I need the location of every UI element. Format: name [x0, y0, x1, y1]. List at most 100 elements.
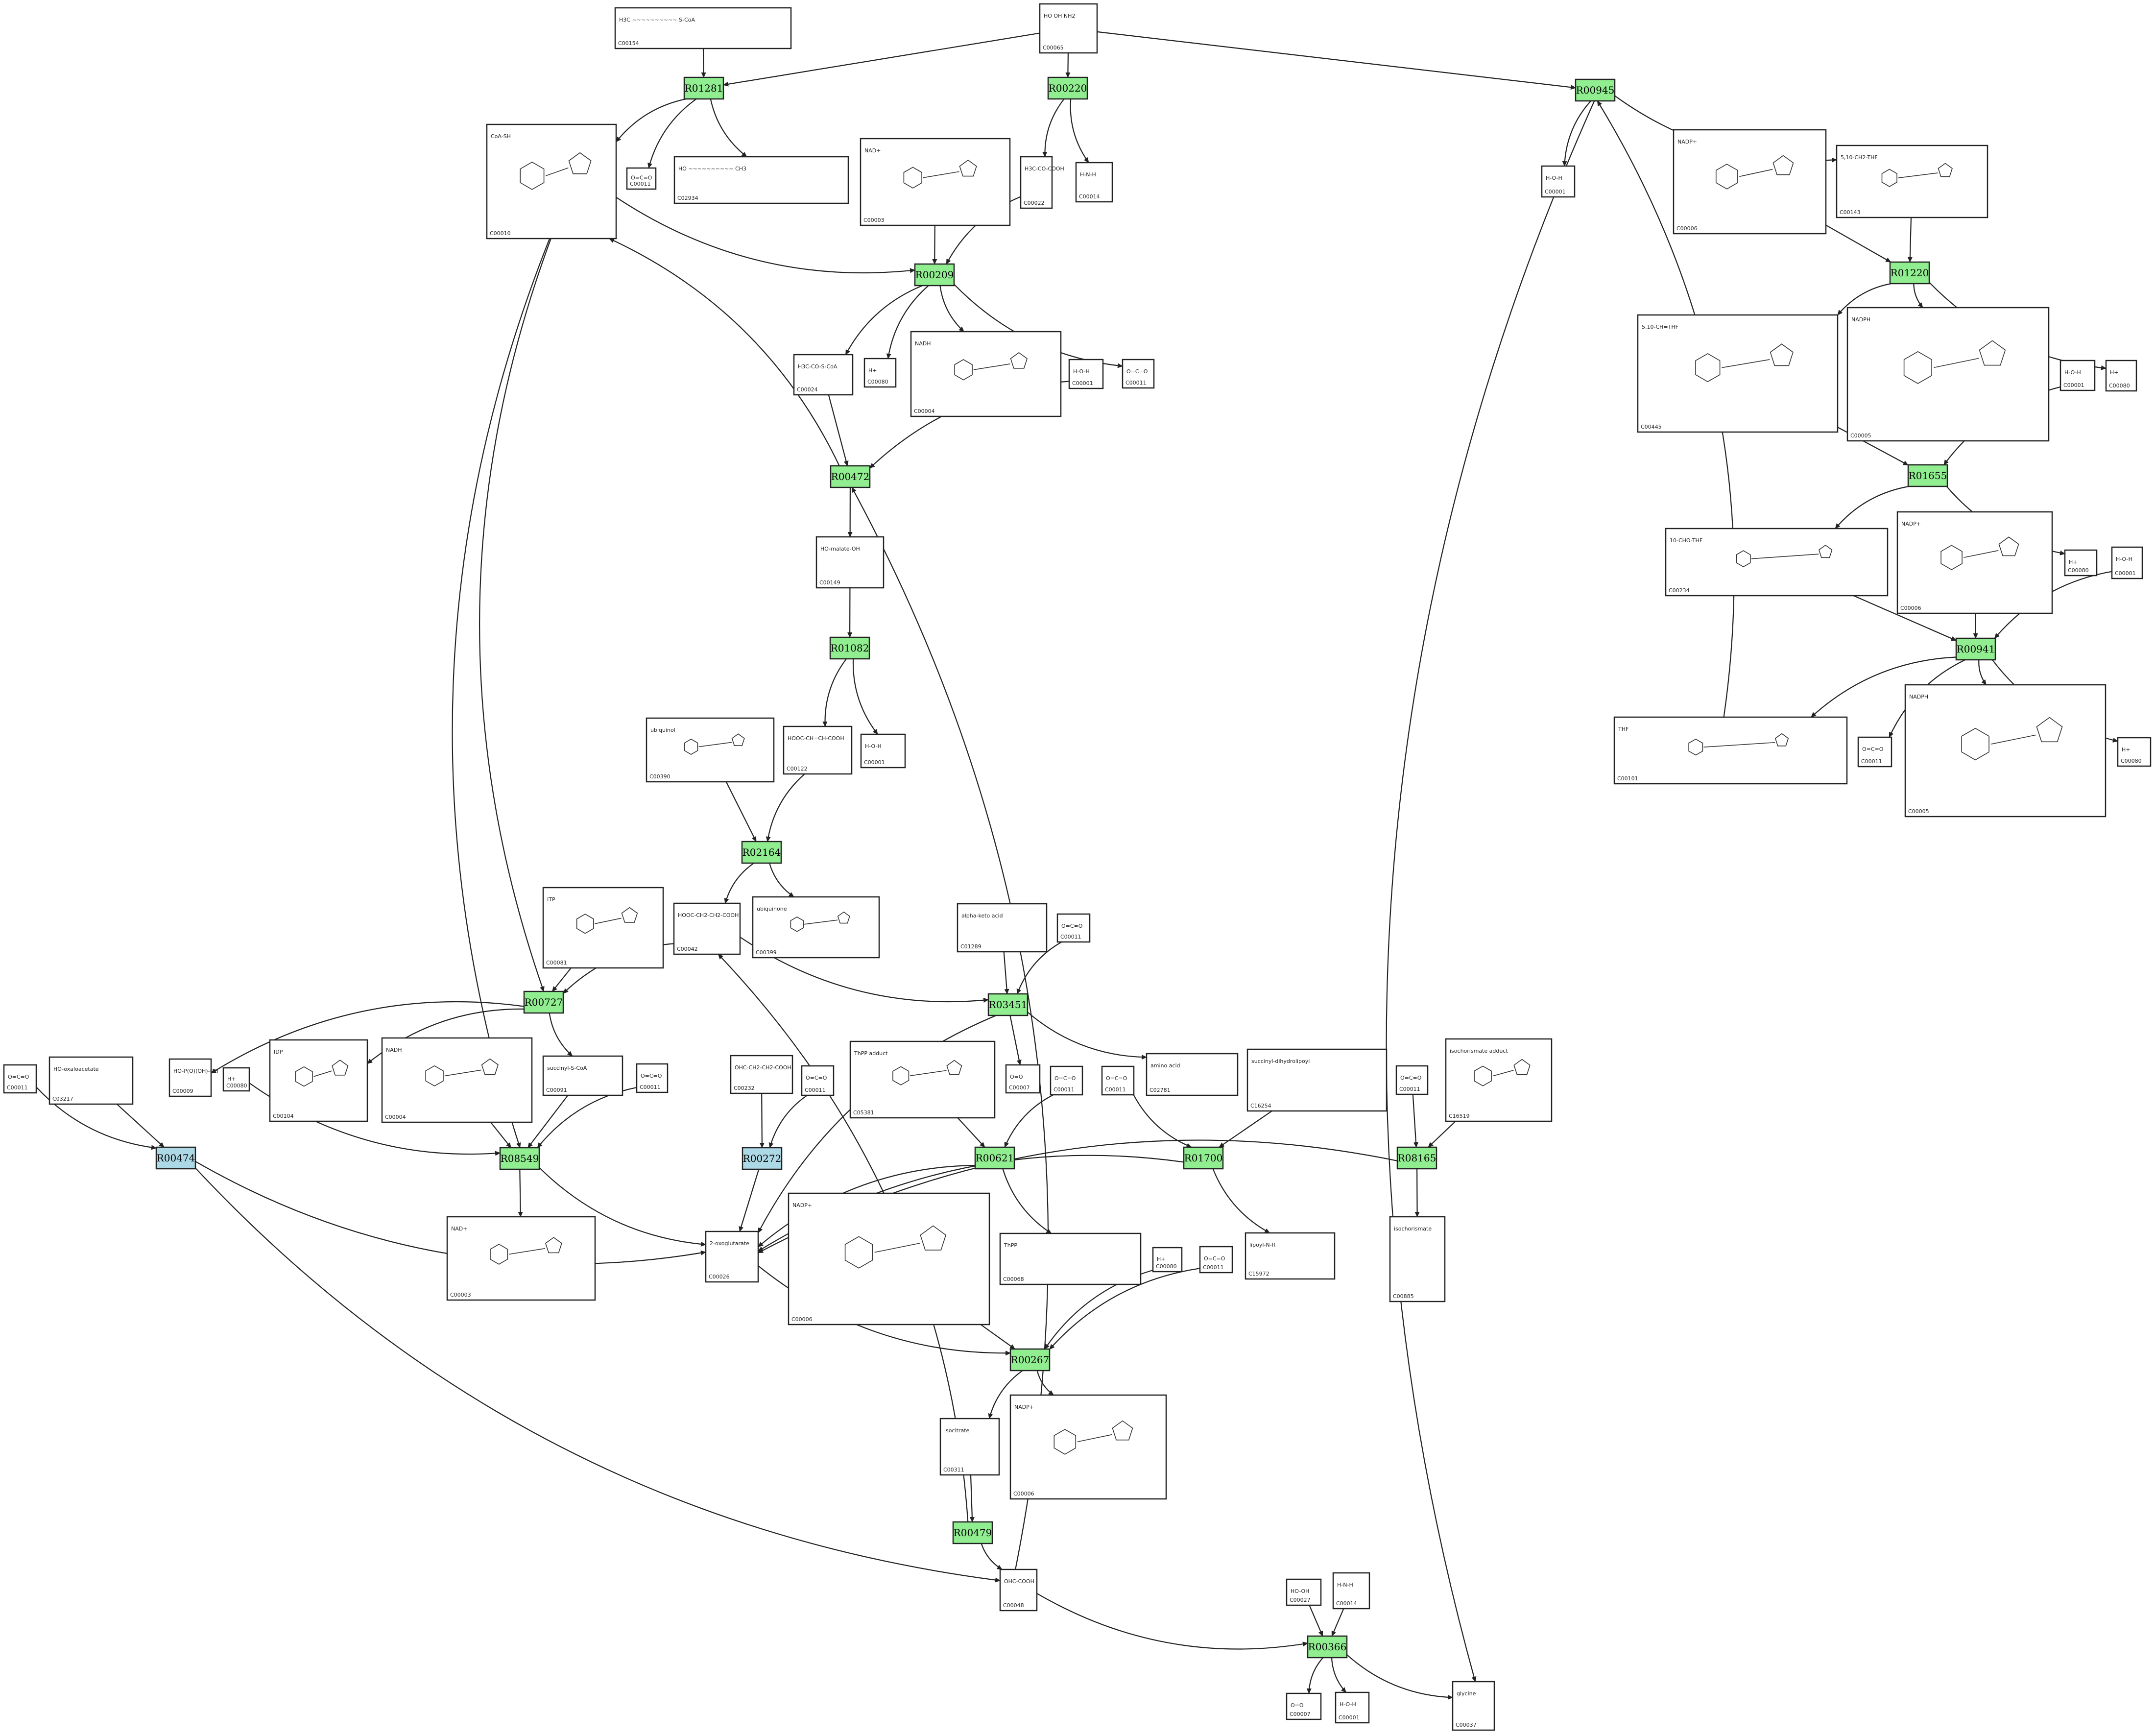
reaction-R00272[interactable]: R00272: [742, 1147, 783, 1170]
reaction-R01700[interactable]: R01700: [1183, 1146, 1224, 1170]
edge-c011h-to-R00621: [1004, 1094, 1054, 1148]
reaction-R00366[interactable]: R00366: [1307, 1635, 1348, 1659]
reaction-R00941[interactable]: R00941: [1955, 637, 1996, 661]
compound-c006c[interactable]: NADP+C00006: [788, 1192, 990, 1326]
reaction-R08549[interactable]: R08549: [499, 1147, 540, 1170]
reaction-R02164[interactable]: R02164: [741, 841, 782, 864]
reaction-label: R08165: [1398, 1152, 1437, 1164]
compound-c080b[interactable]: H+C00080: [2105, 360, 2137, 392]
reaction-R00474[interactable]: R00474: [155, 1146, 196, 1170]
compound-c080a[interactable]: H+C00080: [863, 358, 897, 388]
compound-c006b[interactable]: NADP+C00006: [1896, 511, 2053, 614]
compound-c080f[interactable]: H+C00080: [1152, 1247, 1183, 1273]
compound-c080c[interactable]: H+C00080: [2064, 549, 2098, 577]
reaction-R00727[interactable]: R00727: [523, 990, 564, 1014]
reaction-R03451[interactable]: R03451: [987, 993, 1029, 1016]
compound-box: [1245, 1232, 1336, 1280]
reaction-R00267[interactable]: R00267: [1009, 1348, 1051, 1372]
edge-R00272-to-c026: [739, 1169, 760, 1232]
reaction-R00220[interactable]: R00220: [1047, 76, 1088, 100]
reaction-R08165[interactable]: R08165: [1396, 1146, 1437, 1170]
compound-c080e[interactable]: H+C00080: [222, 1067, 250, 1092]
reaction-R00621[interactable]: R00621: [974, 1146, 1015, 1170]
compound-c006a[interactable]: NADP+C00006: [1673, 129, 1827, 235]
compound-c006d[interactable]: NADP+C00006: [1009, 1394, 1167, 1500]
reaction-R00209[interactable]: R00209: [914, 263, 955, 287]
reaction-R00945[interactable]: R00945: [1575, 78, 1616, 102]
reaction-R01281[interactable]: R01281: [683, 76, 724, 100]
reaction-R01220[interactable]: R01220: [1889, 261, 1930, 285]
reaction-R00479[interactable]: R00479: [952, 1521, 993, 1544]
reaction-R00472[interactable]: R00472: [830, 465, 871, 488]
compound-box: [1896, 511, 2053, 614]
reaction-box: [914, 263, 955, 287]
edge-c011k-to-R00267: [1049, 1268, 1200, 1350]
compound-c003b[interactable]: NAD+C00003: [446, 1216, 596, 1301]
reaction-R01082[interactable]: R01082: [829, 636, 870, 660]
compound-id-label: C00011: [640, 1084, 661, 1090]
compound-c080d[interactable]: H+C00080: [2117, 737, 2152, 767]
compound-c003a[interactable]: NAD+C00003: [860, 138, 1011, 226]
reaction-R01655[interactable]: R01655: [1907, 464, 1948, 487]
